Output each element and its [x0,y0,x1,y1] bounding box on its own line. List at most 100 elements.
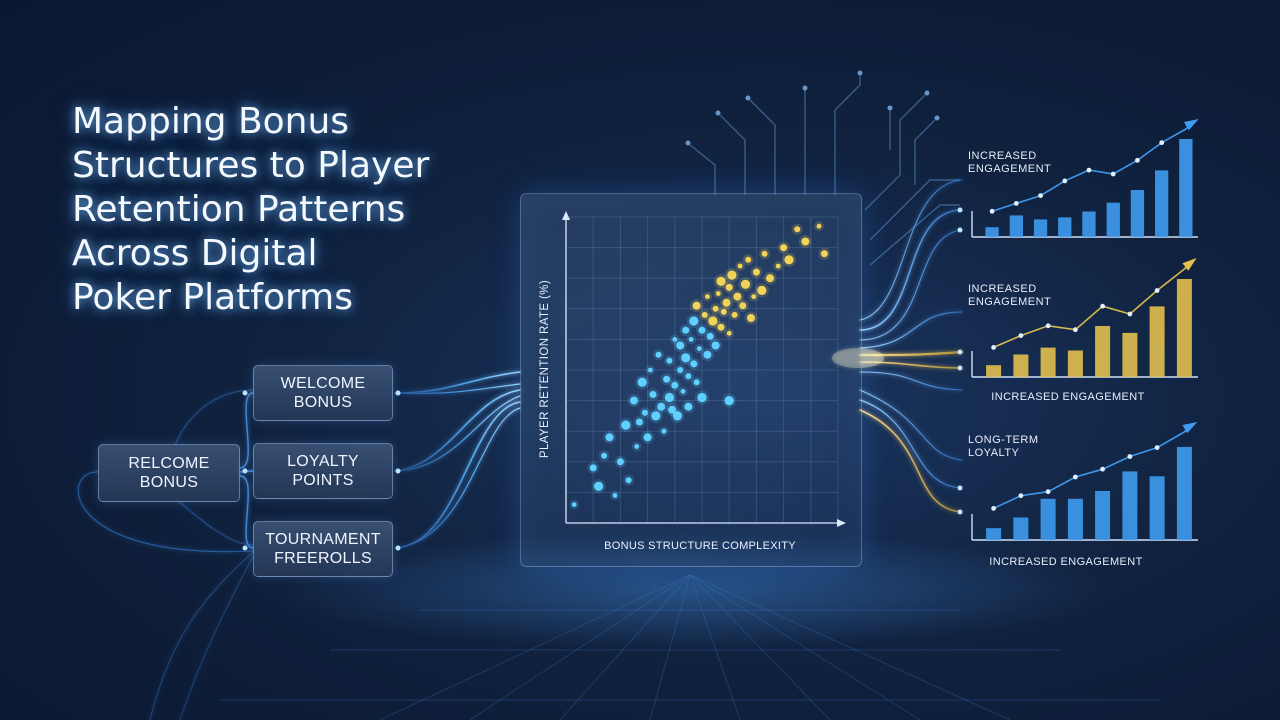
welcome-bonus-node: WELCOME BONUS [253,365,393,421]
scatter-point [630,396,638,405]
mini-trend-line [993,268,1185,349]
scatter-point [696,346,702,351]
scatter-point [740,279,751,289]
mini-bar [1179,139,1193,237]
mini-trend-point [1154,445,1160,450]
scatter-point [676,341,685,350]
scatter-points [569,221,831,510]
scatter-point [664,392,674,403]
scatter-point [751,294,757,299]
scatter-point [689,316,699,326]
node-label-line: BONUS [293,394,353,411]
scatter-point [657,402,666,411]
mini-trend-point [1127,454,1133,459]
scatter-point [705,294,710,299]
scatter-point [747,314,755,322]
mini-bar [1095,491,1111,540]
mini-bar [1155,170,1169,237]
chart3-title: LONG-TERM LOYALTY [968,434,1058,460]
node-label-line: BONUS [139,474,199,491]
scatter-point [668,405,677,414]
mini-bar [1058,217,1072,237]
mini-bar [1149,476,1165,540]
mini-bar [985,227,999,237]
scatter-point [692,301,701,310]
mini-trend-point [1062,178,1068,184]
scatter-point [616,458,624,466]
relcome-bonus-node: RELCOME BONUS [98,444,240,502]
chart2-title-text: INCREASED ENGAGEMENT [968,283,1052,308]
scatter-point [761,250,768,257]
page-title: Mapping Bonus Structures to Player Reten… [72,100,512,320]
title-line: Mapping Bonus [72,101,350,142]
title-line: Across Digital [72,233,318,274]
loyalty-chart [971,422,1198,541]
scatter-point [634,444,640,449]
scatter-point [703,350,712,359]
mini-bar [1040,347,1056,377]
scatter-point [737,263,743,269]
y-axis-label: PLAYER RETENTION RATE (%) [539,280,551,458]
scatter-point [720,308,727,315]
scatter-point [663,375,671,383]
scatter-point [647,367,653,373]
mini-trend-point [1073,327,1078,333]
scatter-point [601,452,608,459]
scatter-point [649,391,657,398]
mini-bar [1082,211,1096,237]
scatter-point [605,433,614,442]
scatter-point [712,305,719,312]
mini-bar [1095,326,1111,377]
engagement-chart-2 [971,258,1198,378]
scatter-point [820,250,828,258]
mini-trend-point [1135,157,1140,163]
mini-trend-point [1045,489,1051,495]
scatter-point [731,311,738,318]
scatter-point [621,420,631,430]
mini-bar [1040,498,1056,540]
mini-bar [1106,202,1120,237]
scatter-panel [520,193,862,567]
x-axis-label: BONUS STRUCTURE COMPLEXITY [604,540,796,552]
scatter-point [784,255,794,265]
scatter-point [682,326,690,334]
mini-bar [1149,306,1165,377]
node-label-line: TOURNAMENT [265,531,381,548]
scatter-point [752,268,760,276]
title-line: Retention Patterns [72,189,406,230]
scatter-point [715,291,721,296]
scatter-point [698,326,706,334]
scatter-point [724,396,734,406]
chart3-title-text: LONG-TERM LOYALTY [968,434,1039,459]
mini-trend-point [1073,474,1078,480]
mini-trend-line [993,431,1185,510]
scatter-point [641,409,648,416]
node-label-line: WELCOME [280,375,366,392]
scatter-point [655,351,662,358]
scatter-point [643,433,652,442]
mini-trend-point [1086,167,1092,173]
chart3-caption: INCREASED ENGAGEMENT [989,556,1143,568]
scatter-point [671,381,679,389]
title-line: Poker Platforms [72,277,353,318]
scatter-point [711,341,720,350]
scatter-point [794,226,801,233]
scatter-point [766,274,774,283]
mini-bar [1013,517,1029,540]
scatter-chart: PLAYER RETENTION RATE (%) BONUS STRUCTUR… [539,211,846,552]
mini-trend-point [1045,323,1051,329]
mini-trend-point [991,345,996,350]
trend-arrow-icon [1182,258,1197,271]
scatter-point [637,377,647,387]
scatter-point [745,256,752,263]
x-axis-arrow [837,519,846,527]
scatter-point [685,373,692,380]
node-label-line: FREEROLLS [274,550,372,567]
chart1-title-text: INCREASED ENGAGEMENT [968,150,1052,175]
scatter-point [801,237,810,246]
mini-bar [1067,350,1083,377]
mini-bar [1033,219,1048,237]
scatter-point [708,316,718,326]
mini-trend-point [1100,466,1105,472]
mini-trend-point [991,506,996,511]
